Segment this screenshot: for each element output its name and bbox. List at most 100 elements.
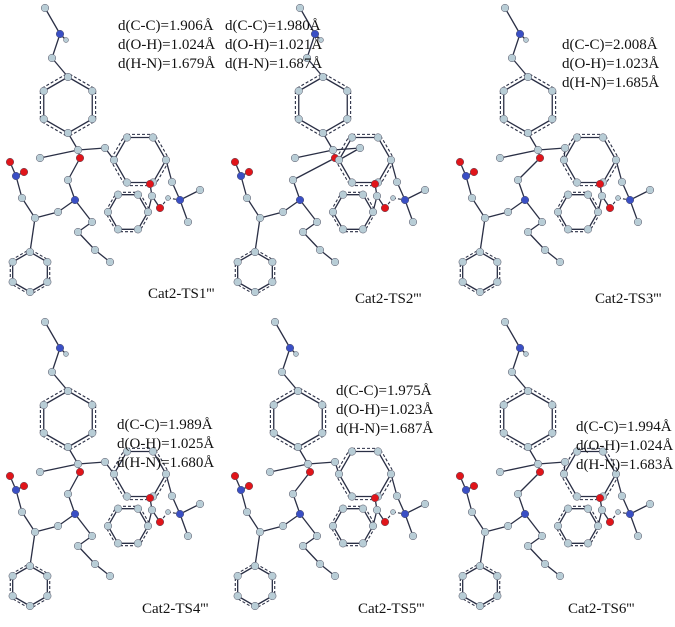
- panel-ts5: d(C-C)=1.975Å d(O-H)=1.023Å d(H-N)=1.687…: [225, 314, 450, 627]
- aromatic-bond: [605, 475, 620, 499]
- carbon-atom: [318, 128, 328, 138]
- carbon-atom: [233, 277, 242, 287]
- oxygen-atom: [155, 517, 165, 527]
- bond: [338, 473, 353, 497]
- carbon-atom: [39, 114, 48, 124]
- carbon-atom: [255, 213, 265, 223]
- bond: [77, 231, 96, 251]
- carbon-atom: [88, 400, 97, 410]
- carbon-atom: [493, 571, 502, 581]
- bond: [537, 147, 566, 151]
- bond: [67, 118, 93, 134]
- carbon-atom: [347, 178, 357, 187]
- carbon-atom: [25, 247, 35, 257]
- carbon-atom: [420, 499, 430, 509]
- aromatic-bond: [271, 435, 297, 451]
- aromatic-bond: [380, 475, 395, 499]
- aromatic-bond: [501, 121, 527, 137]
- distance-cc: d(C-C)=1.989Å: [117, 417, 213, 433]
- carbon-atom: [533, 145, 543, 155]
- aromatic-bond: [380, 161, 395, 185]
- aromatic-bond: [41, 387, 67, 403]
- carbon-atom: [572, 492, 582, 501]
- bond: [602, 473, 617, 497]
- carbon-atom: [290, 153, 300, 163]
- carbon-atom: [195, 499, 205, 509]
- carbon-atom: [167, 491, 177, 501]
- carbon-atom: [103, 207, 113, 217]
- oxygen-atom: [380, 203, 390, 213]
- oxygen-atom: [230, 471, 240, 481]
- carbon-atom: [250, 561, 260, 571]
- carbon-atom: [100, 143, 110, 153]
- aromatic-bond: [364, 193, 376, 212]
- carbon-atom: [458, 277, 467, 287]
- distance-cc: d(C-C)=1.906Å: [118, 18, 214, 34]
- aromatic-bond: [529, 121, 555, 137]
- carbon-atom: [43, 571, 52, 581]
- carbon-atom: [338, 504, 348, 513]
- carbon-atom: [560, 457, 570, 467]
- panel-ts2: d(C-C)=1.980Å d(O-H)=1.021Å d(H-N)=1.687…: [225, 0, 450, 313]
- carbon-atom: [183, 531, 193, 541]
- bond: [297, 390, 323, 406]
- carbon-atom: [113, 225, 123, 234]
- carbon-atom: [39, 86, 48, 96]
- distance-list: d(C-C)=1.906Å d(O-H)=1.024Å d(H-N)=1.679…: [118, 17, 215, 74]
- carbon-atom: [233, 591, 242, 601]
- carbon-atom: [294, 114, 303, 124]
- nitrogen-atom: [55, 29, 65, 39]
- oxygen-atom: [605, 517, 615, 527]
- carbon-atom: [133, 504, 143, 513]
- bond: [524, 199, 543, 223]
- carbon-atom: [25, 561, 35, 571]
- carbon-atom: [343, 114, 352, 124]
- bond: [29, 217, 36, 253]
- carbon-atom: [143, 521, 153, 531]
- aromatic-bond: [139, 193, 151, 212]
- aromatic-bond: [589, 507, 601, 526]
- oxygen-atom: [595, 493, 605, 503]
- carbon-atom: [288, 489, 298, 499]
- carbon-atom: [368, 521, 378, 531]
- carbon-atom: [373, 447, 383, 456]
- bond: [479, 217, 486, 253]
- aromatic-bond: [335, 449, 350, 473]
- bond: [503, 76, 529, 92]
- bond: [499, 149, 539, 159]
- carbon-atom: [303, 459, 313, 469]
- carbon-atom: [493, 591, 502, 601]
- carbon-atom: [43, 277, 52, 287]
- carbon-atom: [100, 457, 110, 467]
- carbon-atom: [53, 207, 63, 217]
- nitrogen-atom: [515, 343, 525, 353]
- carbon-atom: [35, 153, 45, 163]
- carbon-atom: [583, 225, 593, 234]
- carbon-atom: [347, 492, 357, 501]
- bond: [113, 137, 128, 161]
- aromatic-bond: [296, 73, 322, 89]
- carbon-atom: [493, 257, 502, 267]
- carbon-atom: [392, 491, 402, 501]
- nitrogen-atom: [400, 195, 410, 205]
- bond: [602, 137, 617, 161]
- bond: [273, 390, 299, 406]
- oxygen-atom: [535, 153, 545, 163]
- nitrogen-atom: [295, 195, 305, 205]
- aromatic-bond: [69, 387, 95, 403]
- bond: [511, 57, 529, 78]
- aromatic-bond: [364, 507, 376, 526]
- carbon-atom: [40, 3, 50, 13]
- aromatic-bond: [41, 121, 67, 137]
- carbon-atom: [293, 442, 303, 452]
- bond: [67, 471, 81, 495]
- bond: [298, 118, 324, 134]
- aromatic-bond: [110, 475, 125, 499]
- molecule-structure: [230, 3, 430, 297]
- carbon-atom: [295, 3, 305, 13]
- distance-oh: d(O-H)=1.024Å: [118, 37, 216, 53]
- carbon-atom: [63, 72, 73, 82]
- aromatic-bond: [324, 121, 350, 137]
- carbon-atom: [548, 400, 557, 410]
- carbon-atom: [467, 507, 477, 517]
